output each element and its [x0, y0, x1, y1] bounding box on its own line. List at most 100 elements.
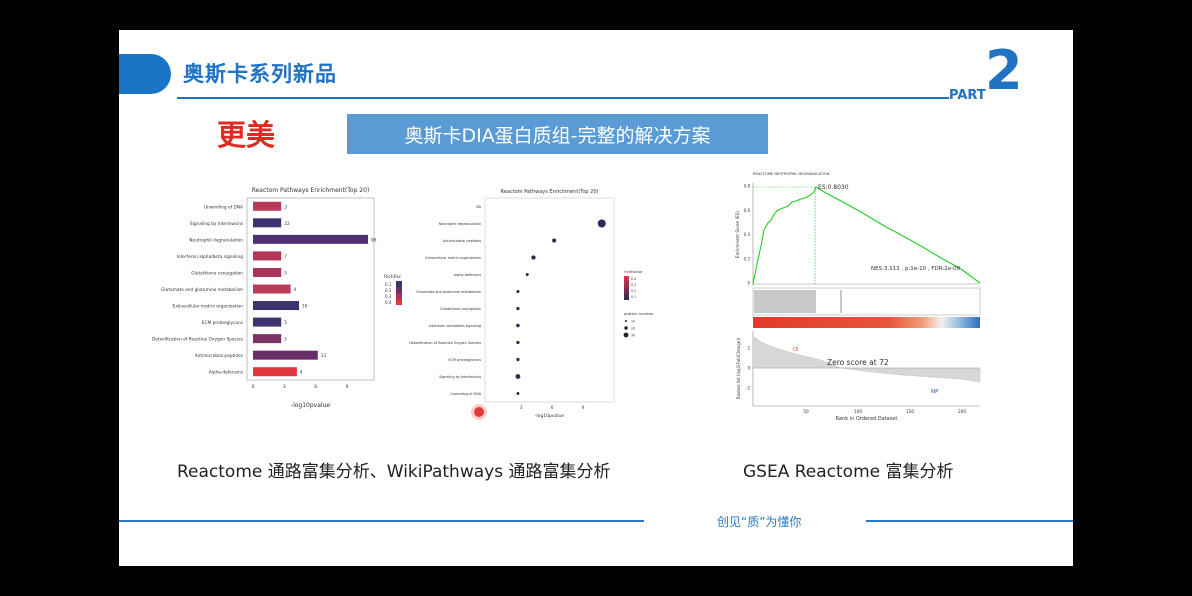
bar-value-label: 5 — [284, 320, 287, 326]
gsea-top-ytick: 0.8 — [744, 184, 751, 189]
caption-right: GSEA Reactome 富集分析 — [743, 462, 954, 482]
bar-value-label: 7 — [284, 254, 287, 260]
dot-legend-value: 0.3 — [631, 283, 636, 287]
dot-size-legend-marker — [624, 326, 628, 330]
dot-point — [516, 392, 520, 395]
slide: 奥斯卡系列新品 PART 2 更美 奥斯卡DIA蛋白质组-完整的解决方案 Rea… — [119, 30, 1073, 566]
bar-legend-swatch — [396, 281, 402, 287]
gsea-x-tick: 200 — [958, 409, 966, 414]
bar-chart-title: Reactom Pathways Enrichment(Top 20) — [252, 187, 370, 194]
bar-category-label: Signaling by Interleukins — [190, 221, 244, 227]
dot-size-legend-title: protein number — [624, 311, 654, 316]
header-title: 奥斯卡系列新品 — [183, 62, 337, 86]
gsea-bottom-ytick: 2 — [747, 346, 750, 351]
gsea-neg-label: NP — [931, 389, 939, 395]
dot-x-tick: 9 — [582, 405, 585, 410]
dot-point — [516, 306, 520, 311]
dot-point — [516, 323, 520, 328]
bar-x-tick: 9 — [346, 384, 349, 390]
gsea-rank-colorbar — [753, 317, 980, 328]
header-accent — [119, 54, 171, 94]
gsea-bottom-ytick: 0 — [747, 366, 750, 371]
bar-category-label: Antimicrobial peptides — [195, 353, 244, 359]
gsea-title: REACTOME NEUTROPHIL DEGRANULATION — [753, 172, 830, 176]
dot-x-label: -log10pvalue — [535, 413, 565, 419]
highlight-text: 更美 — [217, 118, 276, 152]
dot-size-legend-marker — [625, 320, 627, 322]
dot-x-tick: 3 — [520, 405, 523, 410]
bar-chart-frame — [246, 197, 375, 381]
bar-category-label: Glutathione conjugation — [191, 270, 243, 276]
bar-legend-value: 0.1 — [385, 282, 392, 287]
gsea-es-label: ES:0.8030 — [818, 184, 849, 191]
part-label: PART — [949, 88, 986, 103]
gsea-top-ytick: 0.2 — [744, 256, 751, 261]
bar-legend-swatch — [396, 299, 402, 305]
bar-legend-value: 0.4 — [385, 300, 392, 305]
part-number: 2 — [985, 39, 1023, 102]
bar-category-label: ECM proteoglycans — [202, 320, 244, 326]
bar — [253, 234, 368, 244]
bar — [253, 367, 297, 377]
bar-x-tick: 3 — [283, 384, 286, 390]
bar-value-label: 22 — [284, 221, 290, 227]
dot-category-label: NA — [476, 205, 482, 209]
dot-point — [552, 238, 557, 243]
bar-value-label: 5 — [284, 337, 287, 343]
gsea-top-ytick: 0.6 — [744, 208, 751, 213]
dot-point — [516, 357, 520, 362]
bar-legend-title: RichFac — [384, 274, 402, 280]
header-divider — [177, 97, 949, 99]
dot-point — [597, 219, 606, 228]
dot-legend-value: 0.2 — [631, 289, 636, 293]
dot-category-label: Extracellular matrix organization — [425, 256, 481, 260]
dot-x-tick: 6 — [551, 405, 554, 410]
dot-category-label: Signaling by Interleukins — [439, 375, 481, 379]
dot-legend-colorbar — [624, 276, 629, 300]
dot-category-label: Unwinding of DNA — [450, 392, 481, 396]
gsea-bottom-ylabel: Ranked list (log2(FoldChange)) — [736, 337, 741, 399]
dot-category-label: ECM proteoglycans — [448, 358, 481, 362]
bar — [253, 201, 282, 211]
bar-category-label: Detoxification of Reactive Oxygen Specie… — [152, 337, 244, 343]
gsea-stats: NES:3.113 , p:1e-10 , FDR:2e-09 — [871, 266, 961, 272]
bar — [253, 334, 282, 344]
bar-value-label: 3 — [284, 204, 287, 210]
bar-value-label: 4 — [300, 370, 303, 376]
footer-line-right — [866, 520, 1073, 522]
bar-value-label: 5 — [284, 270, 287, 276]
dot-size-legend-value: 10 — [631, 320, 635, 324]
caption-left: Reactome 通路富集分析、WikiPathways 通路富集分析 — [177, 462, 611, 482]
dot-chart: Reactom Pathways Enrichment(Top 20) NA Neu… — [409, 189, 654, 419]
bar-chart: Reactom Pathways Enrichment(Top 20)Unwin… — [152, 187, 402, 409]
gsea-hit-frame — [752, 287, 981, 316]
bar-x-label: -log10pvalue — [291, 402, 330, 409]
gsea-top-ytick: 0 — [747, 281, 750, 286]
dot-point — [531, 255, 536, 260]
dot-point — [516, 289, 520, 294]
gsea-chart: REACTOME NEUTROPHIL DEGRANULATION 0.8 0.6 0… — [735, 172, 981, 422]
dot-legend-value: 0.4 — [631, 277, 636, 281]
bar-category-label: Interferon alpha/beta signaling — [177, 254, 244, 260]
gsea-x-tick: 150 — [906, 409, 914, 414]
gsea-top-ylabel: Enrichment Score (ES) — [735, 211, 740, 258]
bar-legend-swatch — [396, 287, 402, 293]
bar — [253, 301, 299, 311]
dot-category-label: Alpha-defensins — [454, 273, 481, 277]
gsea-zero-label: Zero score at 72 — [827, 358, 889, 367]
bar — [253, 251, 282, 261]
dot-category-label: Antimicrobial peptides — [443, 239, 481, 243]
dot-category-label: Glutamate and glutamine metabolism — [416, 290, 481, 294]
bar — [253, 267, 282, 277]
dot-chart-title: Reactom Pathways Enrichment(Top 20) — [501, 189, 599, 195]
bar — [253, 350, 318, 360]
dot-category-label: Neutrophil degranulation — [439, 222, 481, 226]
bar-legend-value: 0.2 — [385, 288, 392, 293]
bar-legend-value: 0.3 — [385, 294, 392, 299]
bar-category-label: Neutrophil degranulation — [189, 237, 243, 243]
dot-chart-frame — [484, 197, 615, 403]
bar-x-tick: 6 — [314, 384, 317, 390]
dot-point — [525, 272, 529, 277]
bar — [253, 284, 291, 294]
gsea-x-tick: 100 — [854, 409, 862, 414]
